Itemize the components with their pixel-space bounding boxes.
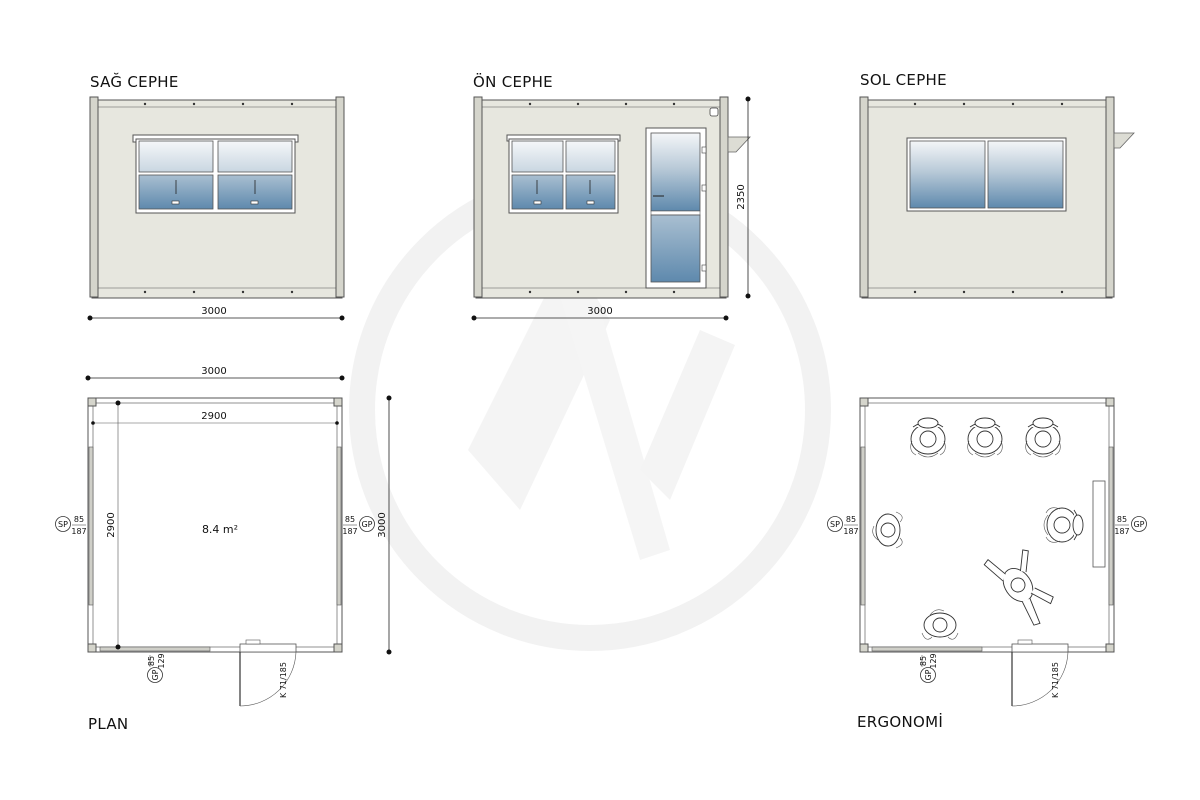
svg-text:85: 85 bbox=[74, 515, 84, 524]
entry-door bbox=[645, 127, 707, 289]
svg-text:187: 187 bbox=[342, 527, 357, 536]
right-elevation: 3000 bbox=[87, 96, 345, 321]
svg-text:GP: GP bbox=[924, 669, 933, 680]
svg-text:85: 85 bbox=[1117, 515, 1127, 524]
width-dimension: 3000 bbox=[87, 306, 345, 321]
left-elevation-title: SOL CEPHE bbox=[860, 71, 947, 89]
rivets-top bbox=[143, 102, 294, 294]
svg-text:GP: GP bbox=[361, 520, 372, 529]
ergonomics-plan: SP 85 187 85 187 GP 85 129 GP K 71/185 bbox=[827, 397, 1147, 707]
right-window-tag: 85 187 GP bbox=[342, 515, 375, 536]
svg-text:187: 187 bbox=[71, 527, 86, 536]
svg-text:85: 85 bbox=[919, 656, 928, 666]
left-window-tag: SP 85 187 bbox=[827, 515, 859, 536]
outer-height-dimension: 3000 bbox=[377, 395, 392, 655]
height-dim-label: 2350 bbox=[736, 184, 747, 209]
inner-height-dimension: 2900 bbox=[106, 400, 121, 650]
plan-title: PLAN bbox=[88, 715, 129, 733]
front-elevation: 3000 2350 bbox=[471, 96, 751, 321]
svg-text:SP: SP bbox=[830, 520, 840, 529]
left-window-tag: SP 85 187 bbox=[55, 515, 87, 536]
svg-text:187: 187 bbox=[843, 527, 858, 536]
floor-area: 8.4 m² bbox=[202, 523, 238, 536]
width-dim-label: 3000 bbox=[201, 306, 226, 317]
inner-width-dimension: 2900 bbox=[91, 411, 339, 425]
height-dimension: 2350 bbox=[736, 96, 751, 299]
svg-text:85: 85 bbox=[345, 515, 355, 524]
outer-width-dimension: 3000 bbox=[85, 366, 345, 381]
window bbox=[506, 134, 621, 214]
left-elevation bbox=[859, 96, 1135, 299]
outer-width-label: 3000 bbox=[201, 366, 226, 377]
door-swing: K 71/185 bbox=[239, 639, 297, 707]
width-dimension: 3000 bbox=[471, 306, 729, 321]
bottom-window-tag: 85 129 GP bbox=[919, 653, 938, 683]
svg-text:85: 85 bbox=[846, 515, 856, 524]
right-window-tag: 85 187 GP bbox=[1114, 515, 1147, 536]
front-elevation-title: ÖN CEPHE bbox=[473, 73, 553, 91]
bottom-window-tag: 85 129 GP bbox=[147, 653, 166, 683]
right-elevation-title: SAĞ CEPHE bbox=[90, 73, 179, 91]
svg-text:129: 129 bbox=[157, 653, 166, 668]
walking-person bbox=[983, 549, 1054, 626]
ergonomics-title: ERGONOMİ bbox=[857, 713, 944, 731]
door-swing: K 71/185 bbox=[1011, 639, 1069, 707]
inner-height-label: 2900 bbox=[106, 512, 117, 537]
svg-text:GP: GP bbox=[151, 669, 160, 680]
window bbox=[132, 134, 299, 214]
svg-text:85: 85 bbox=[147, 656, 156, 666]
svg-text:129: 129 bbox=[929, 653, 938, 668]
door-code: K 71/185 bbox=[1051, 662, 1060, 698]
door-code: K 71/185 bbox=[279, 662, 288, 698]
svg-text:GP: GP bbox=[1133, 520, 1144, 529]
svg-text:SP: SP bbox=[58, 520, 68, 529]
inner-width-label: 2900 bbox=[201, 411, 226, 422]
outer-height-label: 3000 bbox=[377, 512, 388, 537]
window bbox=[906, 137, 1067, 212]
svg-text:187: 187 bbox=[1114, 527, 1129, 536]
floor-plan: 3000 2900 2900 8.4 m² 3000 bbox=[55, 366, 392, 707]
width-dim-label: 3000 bbox=[587, 306, 612, 317]
